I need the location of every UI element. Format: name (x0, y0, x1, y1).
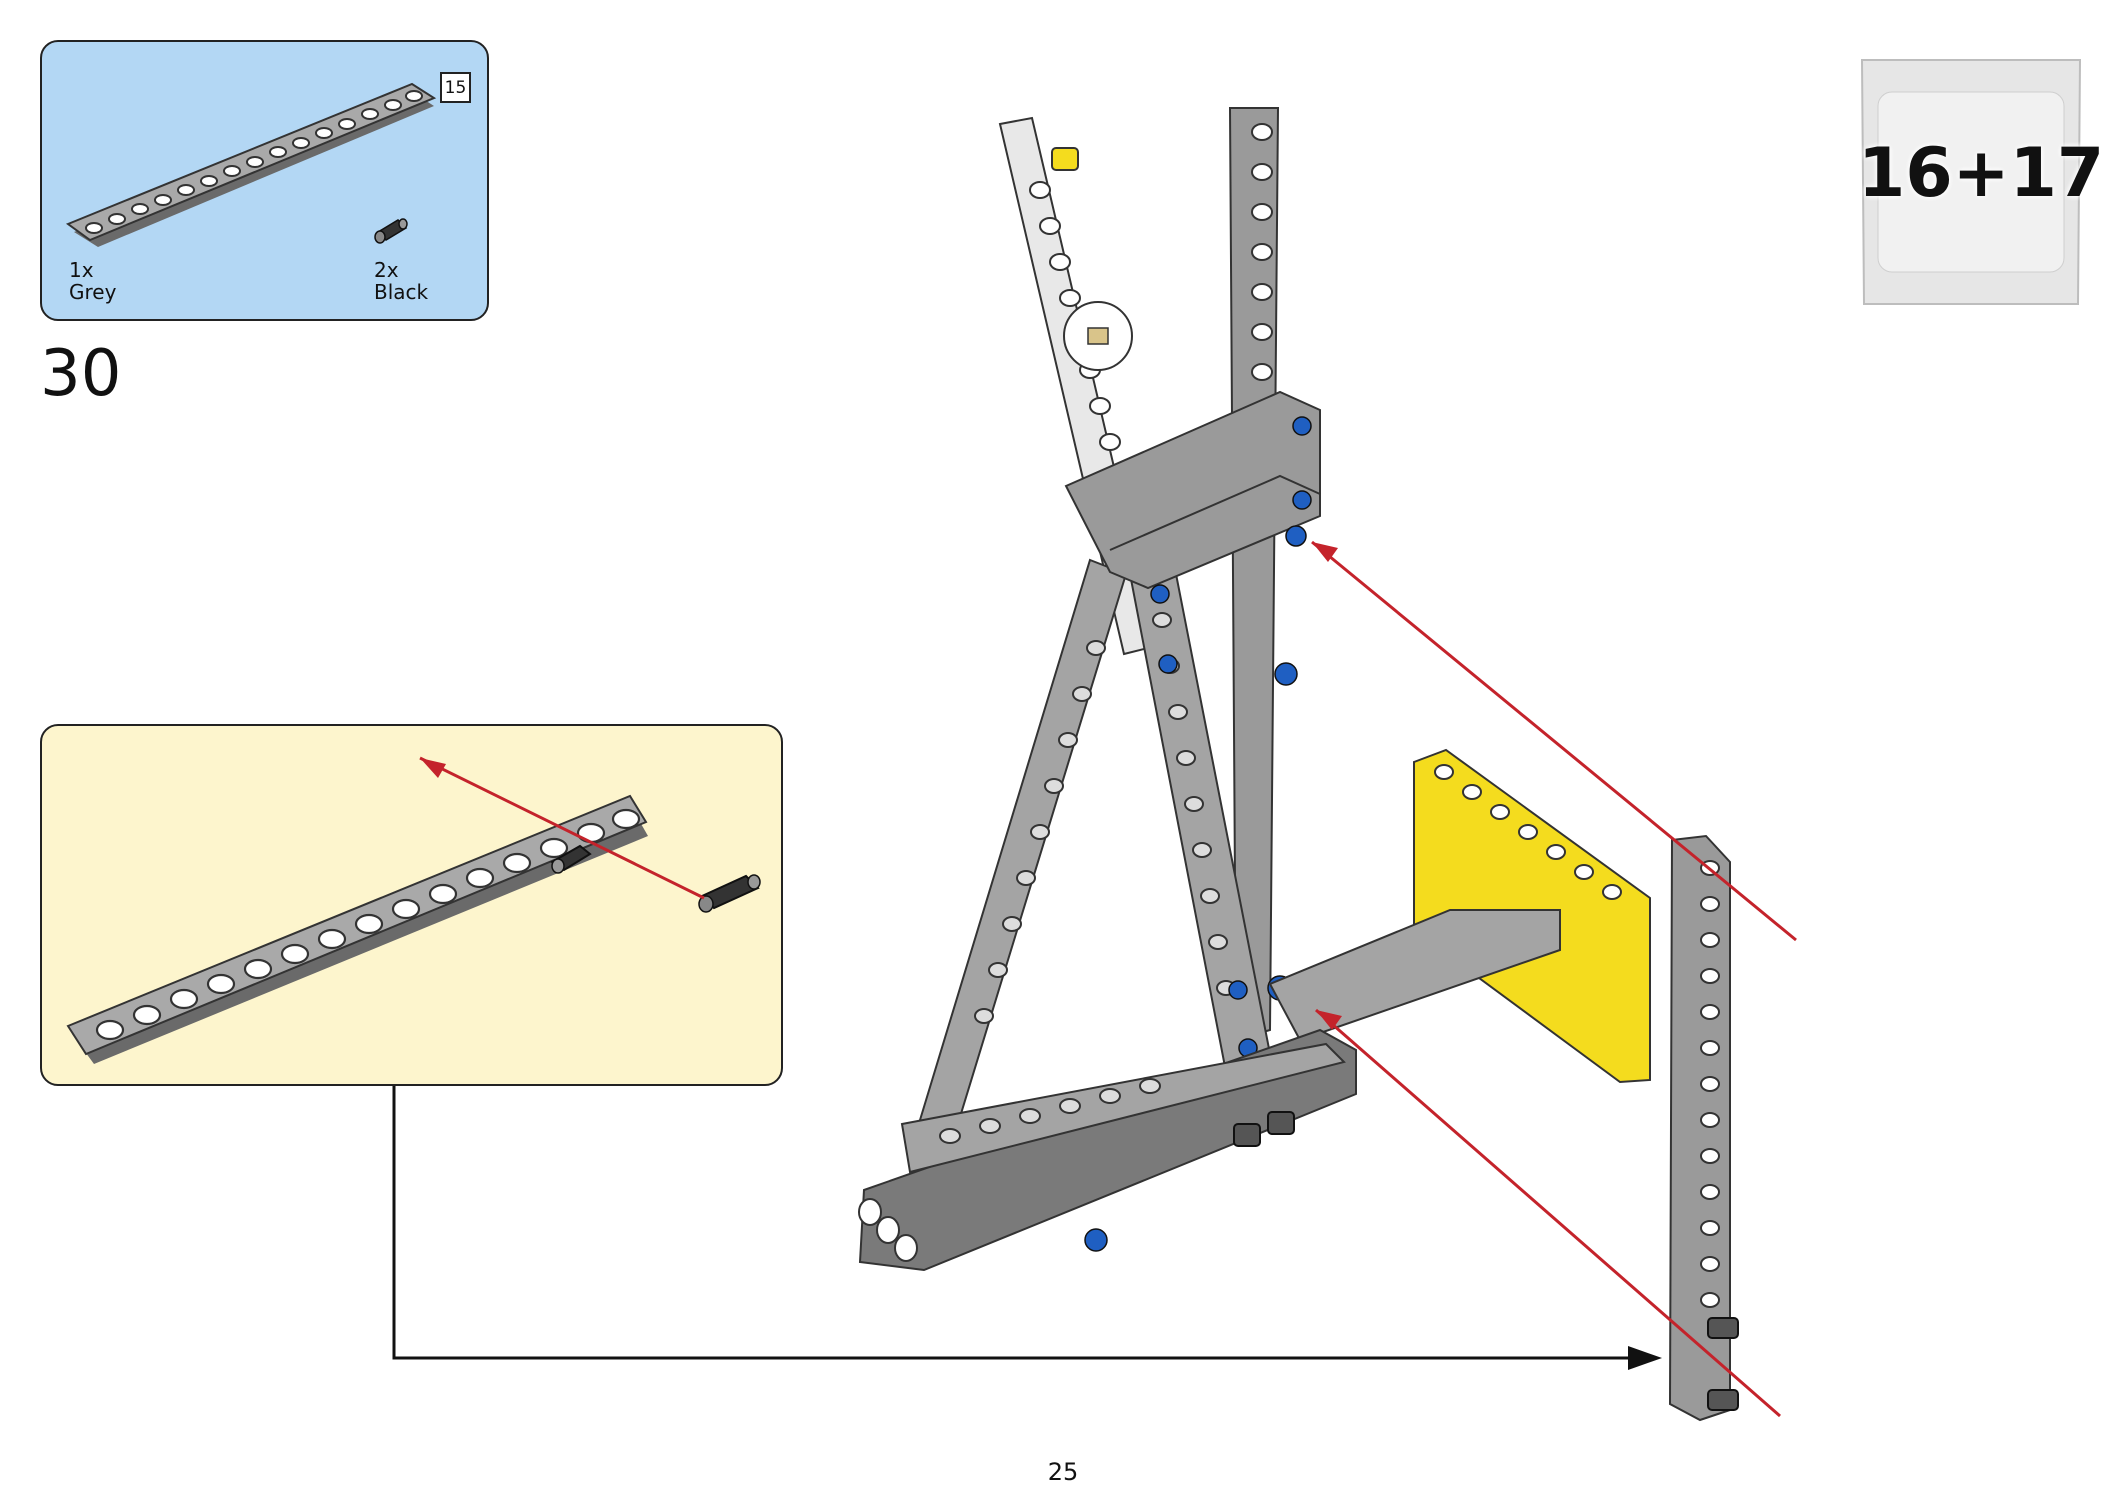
parts-illustration (65, 82, 437, 247)
part-color: Black (374, 280, 429, 304)
part-label-grey-beam: 1x Grey (69, 259, 116, 303)
part-label-black-pin: 2x Black (374, 259, 428, 303)
insert-arrow-icon (419, 756, 705, 900)
grey-beam-icon (918, 558, 1128, 1132)
beam-length-badge: 15 (440, 72, 471, 103)
part-quantity: 1x (69, 258, 94, 282)
connector-arrowhead-icon (1628, 1346, 1662, 1370)
new-grey-beam-icon (1668, 834, 1731, 1422)
yellow-pin-icon (1051, 147, 1079, 171)
bag-label: 16+17 (1858, 134, 2105, 213)
arrowhead-icon (1312, 542, 1338, 562)
part-quantity: 2x (374, 258, 399, 282)
black-pin-icon (1707, 1317, 1739, 1411)
grey-frame-icon (1064, 390, 1321, 590)
black-pin-icon (550, 844, 592, 874)
insert-arrow-icon (1311, 540, 1797, 1418)
blue-pin-icon (1084, 416, 1312, 1252)
callout-connector-arrow (392, 1086, 1630, 1360)
grey-base-icon (858, 1028, 1357, 1272)
black-pin-icon (374, 218, 408, 244)
grey-beam-icon (1228, 107, 1280, 1042)
subassembly-illustration (66, 756, 761, 1064)
grey-beam-icon (1268, 909, 1561, 1042)
arrowhead-icon (1316, 1010, 1342, 1030)
step-number: 30 (40, 337, 122, 411)
black-pin-icon (698, 874, 761, 913)
part-color: Grey (69, 280, 117, 304)
grey-beam-icon (65, 82, 437, 247)
black-pin-icon (1233, 1111, 1295, 1147)
bag-graphic (1860, 59, 2082, 305)
parts-list-box: 15 1x Grey 2x Blac (40, 40, 489, 321)
subassembly-callout (40, 724, 783, 1086)
bag-icon: 16+17 (1858, 52, 2105, 312)
grey-beam-icon (66, 794, 648, 1064)
page-number: 25 (1047, 1458, 1079, 1486)
